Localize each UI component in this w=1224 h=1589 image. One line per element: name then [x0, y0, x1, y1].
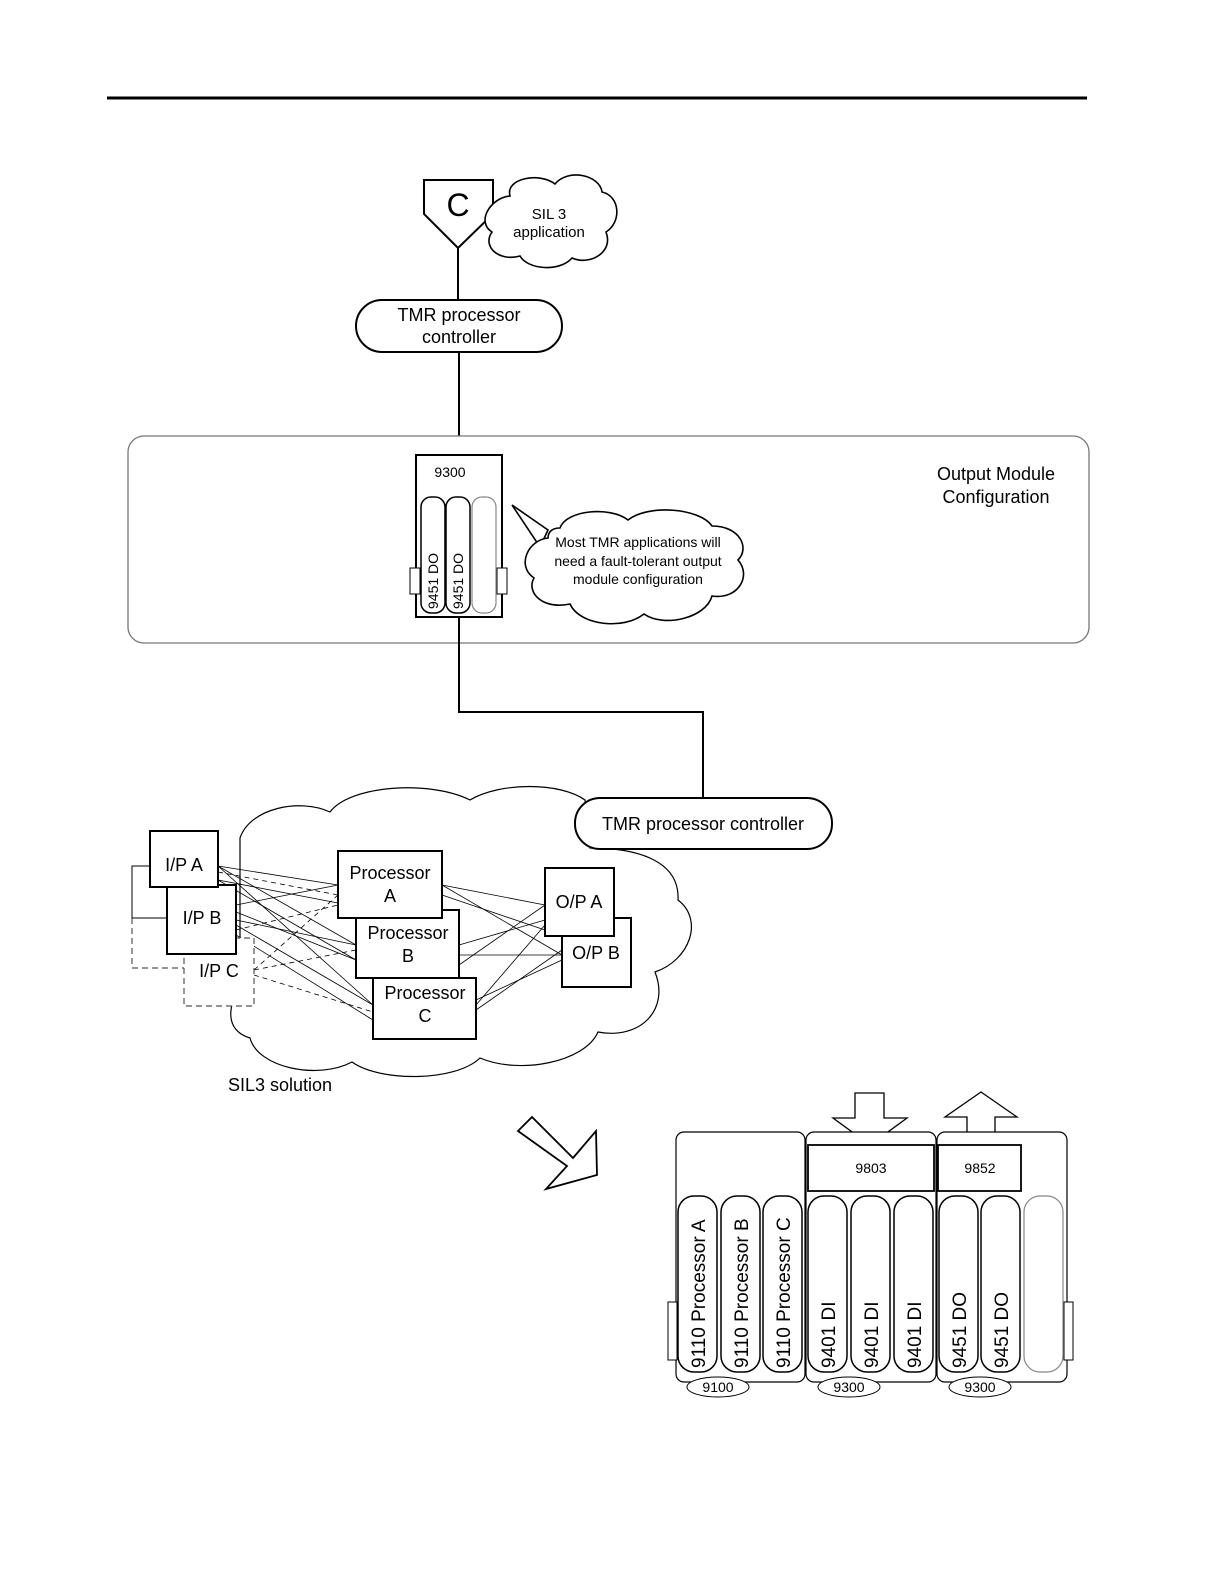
panel-to-tmr-line	[458, 617, 704, 798]
rack-di-2	[850, 1195, 891, 1373]
base-label-9100: 9100	[686, 1376, 750, 1398]
input-a-label: I/P A	[165, 855, 203, 875]
processor-c: Processor C	[372, 977, 477, 1040]
fault-tolerant-note-cloud: Most TMR applications will need a fault-…	[511, 504, 745, 625]
termination-9852-label: 9852	[964, 1160, 995, 1176]
rack-do-2-label: 9451 DO	[992, 1292, 1013, 1368]
base-label-9300-di: 9300	[817, 1376, 881, 1398]
base-label-9100-text: 9100	[702, 1379, 733, 1395]
rack-processor-c-label: 9110 Processor C	[774, 1217, 795, 1368]
processor-c-line1: Processor	[384, 983, 465, 1003]
input-c-label: I/P C	[199, 961, 239, 981]
redundancy-links-dashed	[217, 871, 374, 1013]
output-panel-line2: Configuration	[942, 487, 1049, 507]
base-label-9300-do: 9300	[948, 1376, 1012, 1398]
rack-di-3-label: 9401 DI	[905, 1301, 926, 1368]
rack-empty-slot	[1023, 1195, 1064, 1373]
base-label-9300-do-text: 9300	[964, 1379, 995, 1395]
rack-di-1	[807, 1195, 848, 1373]
processor-a-line2: A	[384, 886, 396, 906]
input-a: I/P A	[149, 830, 219, 888]
connector-label: C	[446, 187, 469, 223]
note-line2: need a fault-tolerant output	[554, 553, 721, 569]
do-module-2	[445, 496, 471, 614]
sil3-application-cloud: SIL 3 application	[484, 174, 618, 269]
processor-a: Processor A	[337, 850, 443, 919]
base-label-9300-di-text: 9300	[833, 1379, 864, 1395]
tmr-processor-controller-top: TMR processor controller	[355, 299, 563, 353]
tmr-processor-controller-bottom: TMR processor controller	[574, 797, 833, 850]
processor-b: Processor B	[355, 909, 460, 979]
termination-9803: 9803	[807, 1144, 935, 1192]
rack-processor-c	[762, 1195, 803, 1373]
rack-processor-a-label: 9110 Processor A	[689, 1219, 710, 1368]
processor-a-line1: Processor	[349, 863, 430, 883]
do-module-2-label: 9451 DO	[450, 553, 466, 609]
rack-assembly: 9803 9852 9110 Processor A 9110 Processo…	[667, 1091, 1074, 1398]
connector-c: C	[423, 179, 494, 250]
do-module-1	[420, 496, 446, 614]
output-a-label: O/P A	[556, 892, 603, 912]
redundancy-links	[217, 865, 563, 1021]
termination-9852: 9852	[937, 1144, 1022, 1192]
termination-9803-label: 9803	[855, 1160, 886, 1176]
input-b-label: I/P B	[183, 908, 222, 928]
input-b: I/P B	[131, 865, 237, 955]
output-panel-line1: Output Module	[937, 464, 1055, 484]
do-base-label: 9300	[434, 464, 465, 480]
tmr-top-line2: controller	[422, 327, 496, 347]
rack-di-3	[893, 1195, 934, 1373]
note-line1: Most TMR applications will	[555, 534, 720, 550]
rack-do-2	[980, 1195, 1021, 1373]
rack-di-2-label: 9401 DI	[862, 1301, 883, 1368]
sil3-cloud-line2: application	[513, 224, 585, 241]
output-b-label: O/P B	[572, 943, 620, 963]
sil3-cloud-line1: SIL 3	[532, 206, 566, 223]
note-line3: module configuration	[573, 571, 703, 587]
rack-processor-b-label: 9110 Processor B	[732, 1218, 753, 1368]
processor-b-line2: B	[402, 946, 414, 966]
rack-processor-a	[677, 1195, 718, 1373]
rack-do-1-label: 9451 DO	[950, 1292, 971, 1368]
sil3-solution-caption: SIL3 solution	[228, 1075, 332, 1095]
processor-b-line1: Processor	[367, 923, 448, 943]
diagonal-arrow-icon	[516, 1115, 598, 1191]
tmr-top-line1: TMR processor	[397, 305, 520, 325]
do-module-1-label: 9451 DO	[425, 553, 441, 609]
processor-c-line2: C	[419, 1006, 432, 1026]
rack-do-1	[938, 1195, 979, 1373]
output-a: O/P A	[544, 867, 615, 937]
do-base-9300: 9300 9451 DO 9451 DO	[409, 454, 508, 618]
rack-di-1-label: 9401 DI	[819, 1301, 840, 1368]
rack-processor-b	[720, 1195, 761, 1373]
tmr-mid-label: TMR processor controller	[602, 814, 804, 834]
do-module-empty	[471, 496, 497, 614]
